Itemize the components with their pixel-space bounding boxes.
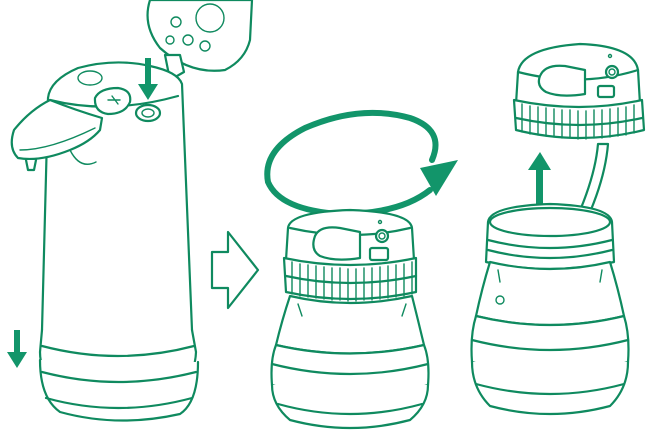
step-1-dispenser (7, 0, 254, 422)
down-arrow-icon (7, 330, 27, 368)
unscrew-rotation-arrow-icon (264, 109, 458, 218)
step-3-dispenser (470, 42, 646, 416)
outline-right-arrow-icon (210, 230, 260, 310)
press-down-arrow-icon (138, 58, 158, 100)
lid-detail (146, 0, 254, 82)
step-2-dispenser (264, 109, 458, 430)
